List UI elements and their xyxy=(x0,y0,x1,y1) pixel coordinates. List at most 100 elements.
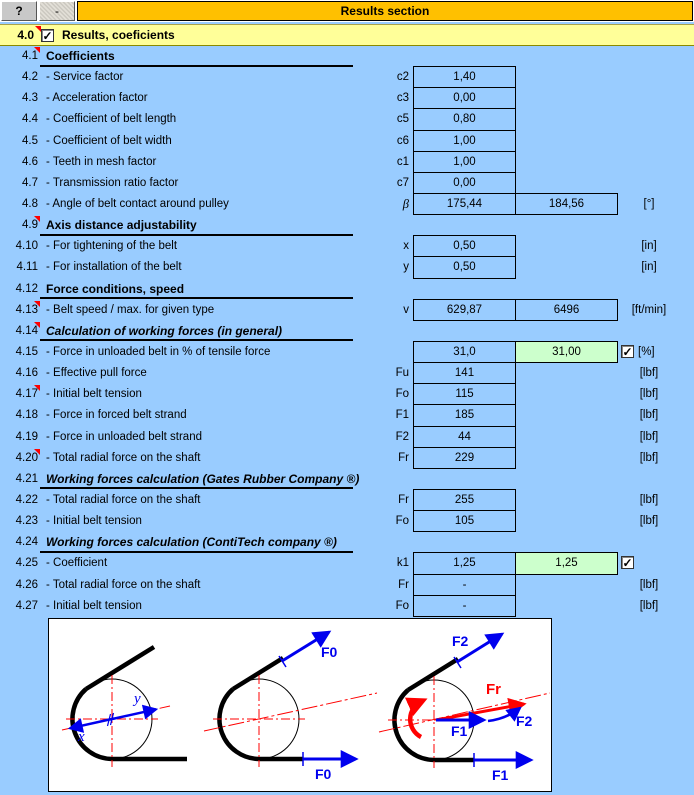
row-label: - Service factor xyxy=(46,71,124,84)
row-checkbox[interactable] xyxy=(621,556,634,570)
row-label: - Force in forced belt strand xyxy=(46,409,187,422)
force-diagram: x y F0 F0 F2 Fr F1 xyxy=(48,618,552,792)
comment-marker-icon xyxy=(34,216,40,223)
table-row: 4.5 - Coefficient of belt width c6 1,00 xyxy=(0,129,694,152)
row-unit: [lbf] xyxy=(639,409,659,422)
value-cell-secondary: 184,56 xyxy=(515,192,618,216)
axis-y-label: y xyxy=(132,691,141,707)
row-label: - Initial belt tension xyxy=(46,388,142,401)
row-id: 4.25 xyxy=(15,557,38,570)
row-unit: [°] xyxy=(643,197,655,210)
row-id: 4.20 xyxy=(15,451,38,464)
value-cell: 1,00 xyxy=(413,150,516,173)
minimize-section-button[interactable]: - xyxy=(39,1,75,21)
row-label: - For installation of the belt xyxy=(46,261,182,274)
table-row: 4.19 - Force in unloaded belt strand F2 … xyxy=(0,425,694,448)
table-row: 4.27 - Initial belt tension Fo - [lbf] xyxy=(0,594,694,617)
value-cell: 1,40 xyxy=(413,66,516,89)
row-id: 4.22 xyxy=(15,493,38,506)
help-button[interactable]: ? xyxy=(1,1,37,21)
row-id: 4.3 xyxy=(22,92,38,105)
value-cell: 185 xyxy=(413,404,516,427)
table-row: 4.21 Working forces calculation (Gates R… xyxy=(0,469,694,490)
value-cell-secondary: 6496 xyxy=(515,298,618,321)
row-symbol: Fo xyxy=(395,515,409,528)
force-fr-label: Fr xyxy=(486,681,501,698)
row-unit: [%] xyxy=(638,345,655,358)
row-label: - Coefficient of belt width xyxy=(46,134,172,147)
row-label: - Total radial force on the shaft xyxy=(46,493,201,506)
value-cell: 0,50 xyxy=(413,235,516,258)
force-f1-mid-label: F1 xyxy=(451,723,468,739)
row-label: Force conditions, speed xyxy=(46,281,185,296)
row-id: 4.19 xyxy=(15,430,38,443)
value-cell: 44 xyxy=(413,425,516,448)
row-id: 4.16 xyxy=(15,367,38,380)
force-f2-top-label: F2 xyxy=(452,633,469,649)
comment-marker-icon xyxy=(34,448,40,455)
section-title: Results section xyxy=(77,1,693,21)
row-symbol: Fu xyxy=(395,367,409,380)
comment-marker-icon xyxy=(34,47,40,53)
table-row: 4.25 - Coefficient k1 1,25 1,25 xyxy=(0,552,694,575)
row-checkbox[interactable] xyxy=(621,344,634,358)
value-cell: 141 xyxy=(413,362,516,385)
table-row: 4.9 Axis distance adjustability xyxy=(0,215,694,236)
row-label: - Initial belt tension xyxy=(46,599,142,612)
row-id: 4.7 xyxy=(22,176,38,189)
value-cell: 629,87 xyxy=(413,298,516,321)
value-cell: 175,44 xyxy=(413,192,516,216)
table-row: 4.10 - For tightening of the belt x 0,50… xyxy=(0,235,694,258)
value-cell-secondary[interactable]: 31,00 xyxy=(515,340,618,364)
row-label: - Initial belt tension xyxy=(46,515,142,528)
force-f0-bottom-label: F0 xyxy=(315,766,332,782)
pulley-sketch-forces: F2 Fr F1 F2 F1 xyxy=(378,632,551,783)
row-id: 4.17 xyxy=(15,388,38,401)
row-label: - Total radial force on the shaft xyxy=(46,578,201,591)
section-row-label: Results, coeficients xyxy=(62,28,175,42)
row-label: Axis distance adjustability xyxy=(46,218,197,233)
value-cell: 1,25 xyxy=(413,552,516,575)
row-label: - Coefficient xyxy=(46,557,108,570)
row-label: - Total radial force on the shaft xyxy=(46,451,201,464)
force-f1-bottom-label: F1 xyxy=(492,767,509,783)
row-symbol: Fr xyxy=(398,493,409,506)
results-table: 4.1 Coefficients 4.2 - Service factor c2… xyxy=(0,46,694,617)
row-label: - Acceleration factor xyxy=(46,92,148,105)
row-id: 4.0 xyxy=(17,28,34,42)
row-unit: [in] xyxy=(641,240,657,253)
table-row: 4.15 - Force in unloaded belt in % of te… xyxy=(0,340,694,364)
comment-marker-icon xyxy=(34,300,40,307)
row-label: Calculation of working forces (in genera… xyxy=(46,323,283,338)
pulley-sketch-f0: F0 F0 xyxy=(203,630,378,782)
row-symbol: c2 xyxy=(396,71,409,84)
row-symbol: y xyxy=(403,261,409,274)
table-row: 4.12 Force conditions, speed xyxy=(0,279,694,300)
value-cell: 255 xyxy=(413,488,516,512)
value-cell: 1,00 xyxy=(413,129,516,152)
row-symbol: Fr xyxy=(398,451,409,464)
row-symbol: F2 xyxy=(395,430,409,443)
row-symbol: β xyxy=(402,196,409,211)
row-symbol: k1 xyxy=(396,557,409,570)
value-cell: - xyxy=(413,594,516,617)
comment-marker-icon xyxy=(35,26,41,32)
row-id: 4.14 xyxy=(15,324,38,337)
row-label: - Coefficient of belt length xyxy=(46,113,177,126)
section-header-row: 4.0 Results, coeficients xyxy=(0,24,694,46)
row-label: - Angle of belt contact around pulley xyxy=(46,197,229,210)
row-unit: [lbf] xyxy=(639,578,659,591)
row-symbol: c3 xyxy=(396,92,409,105)
row-unit: [lbf] xyxy=(639,515,659,528)
value-cell-secondary[interactable]: 1,25 xyxy=(515,552,618,575)
row-label: - Force in unloaded belt in % of tensile… xyxy=(46,345,271,358)
row-label: Working forces calculation (ContiTech co… xyxy=(46,535,337,550)
table-row: 4.13 - Belt speed / max. for given type … xyxy=(0,298,694,321)
row-symbol: x xyxy=(403,240,409,253)
force-f0-top-label: F0 xyxy=(321,644,338,660)
value-cell: 229 xyxy=(413,446,516,469)
value-cell: 0,80 xyxy=(413,108,516,131)
row-label: - For tightening of the belt xyxy=(46,240,178,253)
table-row: 4.23 - Initial belt tension Fo 105 [lbf] xyxy=(0,510,694,533)
results-checkbox[interactable] xyxy=(41,29,54,42)
